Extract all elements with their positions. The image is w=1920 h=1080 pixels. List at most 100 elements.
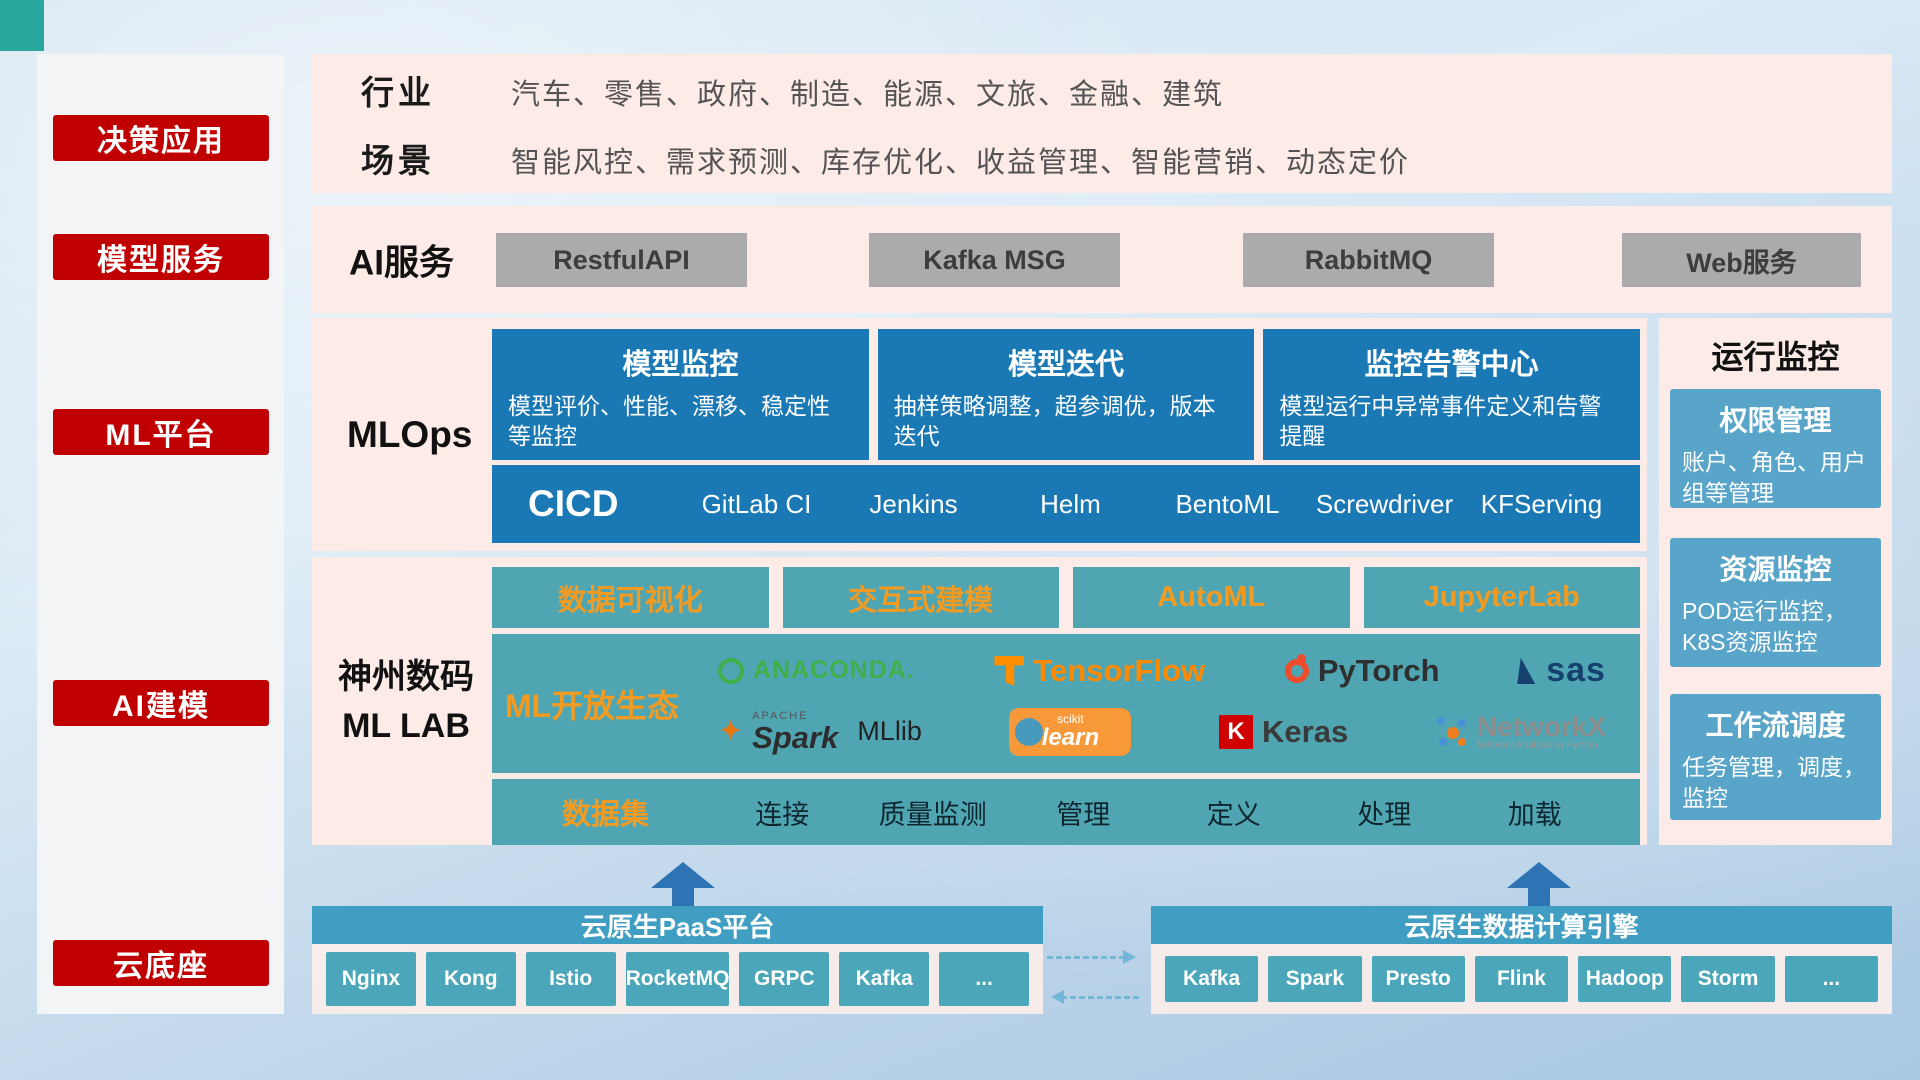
ecosystem-logos: ANACONDA. TensorFlow PyTorch sas [692,634,1640,773]
paas-platform-bar: 云原生PaaS平台 [312,906,1043,944]
model-monitoring-card: 模型监控 模型评价、性能、漂移、稳定性等监控 [492,329,869,460]
cicd-label: CICD [528,483,619,524]
arrow-head-left-icon [1051,990,1064,1004]
ecosystem-label: ML开放生态 [504,687,680,724]
permission-management-card: 权限管理 账户、角色、用户组等管理 [1670,389,1881,508]
arrow-head-right-icon [1123,950,1136,964]
learn-label: learn [1041,724,1100,752]
sas-icon [1517,657,1540,684]
chip-presto: Presto [1371,956,1465,1002]
dataset-item-manage: 管理 [1056,799,1111,830]
chip-hadoop: Hadoop [1578,956,1672,1002]
scikit-learn-icon [1015,717,1044,746]
dataset-item-process: 处理 [1357,799,1412,830]
card-desc: 模型运行中异常事件定义和告警提醒 [1279,393,1602,450]
industry-label: 行业 [361,73,435,111]
operation-monitoring-title: 运行监控 [1711,339,1840,375]
networkx-wordmark: NetworkX Network Analysis in Python [1476,710,1606,752]
tool-interactive-modeling: 交互式建模 [782,567,1059,628]
engine-chips: Kafka Spark Presto Flink Hadoop Storm ..… [1151,944,1892,1014]
mlops-panel: MLOps 模型监控 模型评价、性能、漂移、稳定性等监控 模型迭代 抽样策略调整… [312,318,1647,551]
anaconda-icon [718,657,744,684]
card-title: 模型迭代 [1008,349,1125,381]
scikit-label: scikit [1057,712,1084,727]
keras-label: Keras [1262,713,1349,749]
card-title: 权限管理 [1719,405,1832,436]
dataset-label: 数据集 [562,799,650,831]
anaconda-logo: ANACONDA. [718,656,915,685]
tensorflow-icon [994,655,1025,686]
chip-kafka: Kafka [839,952,930,1006]
sidebar-item-decision-apps: 决策应用 [53,115,269,161]
sidebar-item-ml-platform: ML平台 [53,409,269,455]
pytorch-icon [1284,653,1309,683]
networkx-label: NetworkX [1476,710,1606,742]
spark-mllib-logo: ✦ APACHE Spark MLlib [718,709,922,753]
rabbitmq-box: RabbitMQ [1243,233,1494,287]
industry-values: 汽车、零售、政府、制造、能源、文旅、金融、建筑 [511,78,1225,111]
ai-service-label: AI服务 [349,243,455,282]
ml-lab-tools: 数据可视化 交互式建模 AutoML JupyterLab [492,567,1640,628]
card-desc: 任务管理，调度，监控 [1682,754,1866,812]
scenario-values: 智能风控、需求预测、库存优化、收益管理、智能营销、动态定价 [511,146,1411,179]
alert-center-card: 监控告警中心 模型运行中异常事件定义和告警提醒 [1263,329,1641,460]
pytorch-logo: PyTorch [1284,652,1440,689]
up-arrow-paas [651,862,715,906]
model-iteration-card: 模型迭代 抽样策略调整，超参调优，版本迭代 [877,329,1255,460]
cicd-item-helm: Helm [1040,488,1101,519]
sidebar-item-ai-modeling: AI建模 [53,680,269,726]
card-desc: 抽样策略调整，超参调优，版本迭代 [893,393,1216,450]
dataset-item-quality: 质量监测 [878,799,987,830]
cicd-item-bentoml: BentoML [1175,488,1280,519]
chip-grpc: GRPC [739,952,830,1006]
chip-kafka: Kafka [1165,956,1259,1002]
scenario-label: 场景 [361,141,435,179]
ml-lab-panel: 神州数码 ML LAB 数据可视化 交互式建模 AutoML JupyterLa… [312,557,1647,845]
card-desc: 账户、角色、用户组等管理 [1682,449,1866,507]
mlops-cards: 模型监控 模型评价、性能、漂移、稳定性等监控 模型迭代 抽样策略调整，超参调优，… [492,329,1641,460]
kafka-msg-box: Kafka MSG [869,233,1120,287]
networkx-logo: NetworkX Network Analysis in Python [1436,710,1606,752]
tool-jupyterlab: JupyterLab [1363,567,1640,628]
scikit-learn-badge: scikit learn [1009,707,1132,756]
tool-automl: AutoML [1073,567,1350,628]
restfulapi-box: RestfulAPI [496,233,747,287]
ml-open-ecosystem-box: ML开放生态 ANACONDA. TensorFlow PyTorch [492,634,1640,773]
scenario-row: 场景 智能风控、需求预测、库存优化、收益管理、智能营销、动态定价 [361,134,1892,182]
sas-logo: sas [1517,651,1606,690]
keras-icon: K [1219,714,1254,749]
data-engine-bar: 云原生数据计算引擎 [1151,906,1892,944]
scikit-learn-logo: scikit learn [1009,707,1132,756]
dataset-item-connect: 连接 [755,799,810,830]
spark-star-icon: ✦ [718,714,744,748]
chip-flink: Flink [1474,956,1569,1002]
tensorflow-label: TensorFlow [1033,652,1206,688]
chip-kong: Kong [425,952,516,1006]
networkx-subtitle: Network Analysis in Python [1476,740,1598,752]
ecosystem-row-1: ANACONDA. TensorFlow PyTorch sas [692,651,1632,690]
industry-row: 行业 汽车、零售、政府、制造、能源、文旅、金融、建筑 [361,66,1892,114]
sidebar: 决策应用 模型服务 ML平台 AI建模 云底座 [37,54,284,1014]
resource-monitoring-card: 资源监控 POD运行监控，K8S资源监控 [1670,538,1881,667]
keras-logo: K Keras [1219,714,1348,750]
chip-nginx: Nginx [326,952,416,1006]
industry-panel: 行业 汽车、零售、政府、制造、能源、文旅、金融、建筑 场景 智能风控、需求预测、… [312,54,1892,193]
tensorflow-logo: TensorFlow [994,653,1205,689]
pytorch-label: PyTorch [1317,652,1440,688]
operation-monitoring-panel: 运行监控 权限管理 账户、角色、用户组等管理 资源监控 POD运行监控，K8S资… [1659,318,1892,845]
apache-label: APACHE [752,709,809,722]
up-arrow-engine [1507,862,1571,906]
sidebar-item-cloud-base: 云底座 [53,940,269,986]
chip-spark: Spark [1268,956,1362,1002]
chip-storm: Storm [1681,956,1775,1002]
dashed-arrow-left [1061,996,1139,999]
spark-wordmark: APACHE Spark [752,709,838,753]
cicd-item-jenkins: Jenkins [869,488,958,519]
card-desc: POD运行监控，K8S资源监控 [1682,598,1847,656]
cicd-item-screwdriver: Screwdriver [1315,488,1454,519]
tool-data-visualization: 数据可视化 [492,567,769,628]
workflow-scheduling-card: 工作流调度 任务管理，调度，监控 [1670,694,1881,820]
cicd-item-kfserving: KFServing [1480,488,1603,519]
ml-lab-label: 神州数码 ML LAB [322,653,490,752]
dashed-link-arrows [1047,944,1147,1014]
